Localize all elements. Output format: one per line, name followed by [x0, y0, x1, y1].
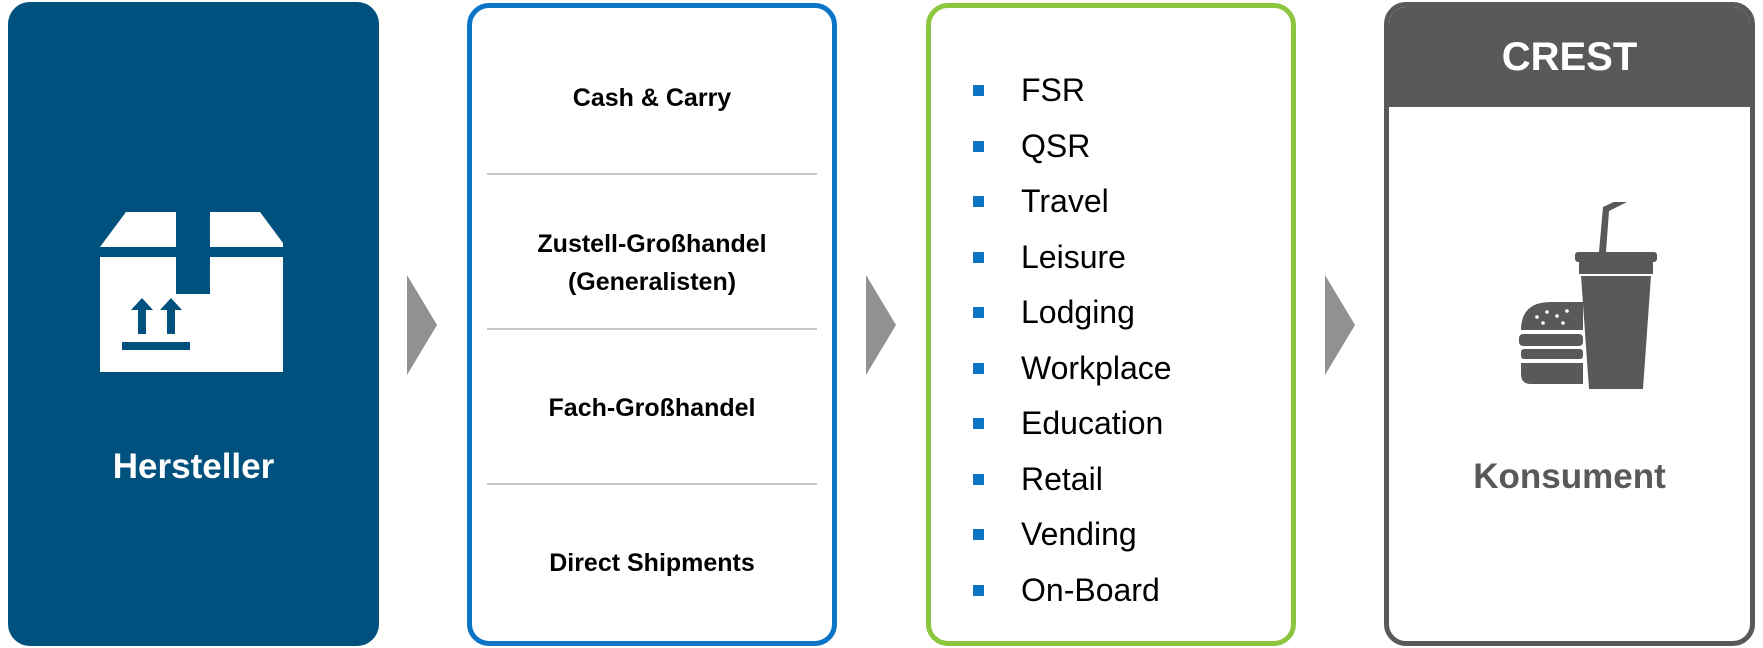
bullet-icon [973, 307, 984, 318]
consumer-label: Konsument [1473, 457, 1666, 496]
channel-item-fach-grosshandel: Fach-Großhandel [548, 394, 756, 422]
segment-label: Workplace [1021, 349, 1172, 386]
segment-label: Vending [1021, 516, 1137, 552]
bullet-icon [973, 85, 984, 96]
chevron-right-icon [407, 275, 437, 375]
bullet-icon [973, 362, 984, 374]
segment-item: Retail [931, 452, 1172, 508]
segment-item: FSR [931, 63, 1172, 119]
segment-item: QSR [931, 119, 1172, 175]
segment-item: Leisure [931, 230, 1172, 286]
segment-list: FSR QSR Travel Leisure Lodging Workplace… [931, 63, 1172, 618]
channel-item-cash-carry: Cash & Carry [572, 84, 732, 112]
channels-box: Cash & Carry Zustell-Großhandel (General… [467, 3, 837, 646]
channel-item-zustell-grosshandel: Zustell-Großhandel (Generalisten) [537, 230, 767, 296]
bullet-icon [973, 473, 984, 485]
bullet-icon [973, 584, 984, 596]
segment-label: On-Board [1021, 571, 1160, 608]
manufacturer-box: Hersteller [8, 2, 379, 646]
segment-item: Workplace [931, 341, 1172, 397]
channel-item-direct-shipments: Direct Shipments [549, 549, 755, 577]
segment-label: QSR [1021, 127, 1091, 164]
segment-item: Vending [931, 507, 1172, 563]
burger-and-drink-icon [1493, 194, 1663, 397]
package-box-icon [98, 202, 286, 397]
divider [487, 173, 817, 175]
consumer-box: CREST [1384, 2, 1755, 646]
segment-item: Lodging [931, 285, 1172, 341]
bullet-icon [973, 251, 984, 263]
segment-item: Education [931, 396, 1172, 452]
segment-label: Education [1021, 405, 1164, 441]
divider [487, 328, 817, 330]
segment-label: Travel [1021, 183, 1109, 219]
consumer-header: CREST [1389, 7, 1750, 107]
bullet-icon [973, 196, 984, 207]
chevron-right-icon [1325, 275, 1355, 375]
bullet-icon [973, 140, 984, 152]
bullet-icon [973, 529, 984, 540]
bullet-icon [973, 418, 984, 429]
chevron-right-icon [866, 275, 896, 375]
segment-item: On-Board [931, 563, 1172, 619]
segment-label: Lodging [1021, 294, 1135, 330]
segments-box: FSR QSR Travel Leisure Lodging Workplace… [926, 3, 1296, 646]
manufacturer-label: Hersteller [112, 447, 275, 486]
divider [487, 483, 817, 485]
segment-item: Travel [931, 174, 1172, 230]
segment-label: FSR [1021, 72, 1085, 108]
segment-label: Leisure [1021, 238, 1126, 275]
segment-label: Retail [1021, 460, 1103, 497]
